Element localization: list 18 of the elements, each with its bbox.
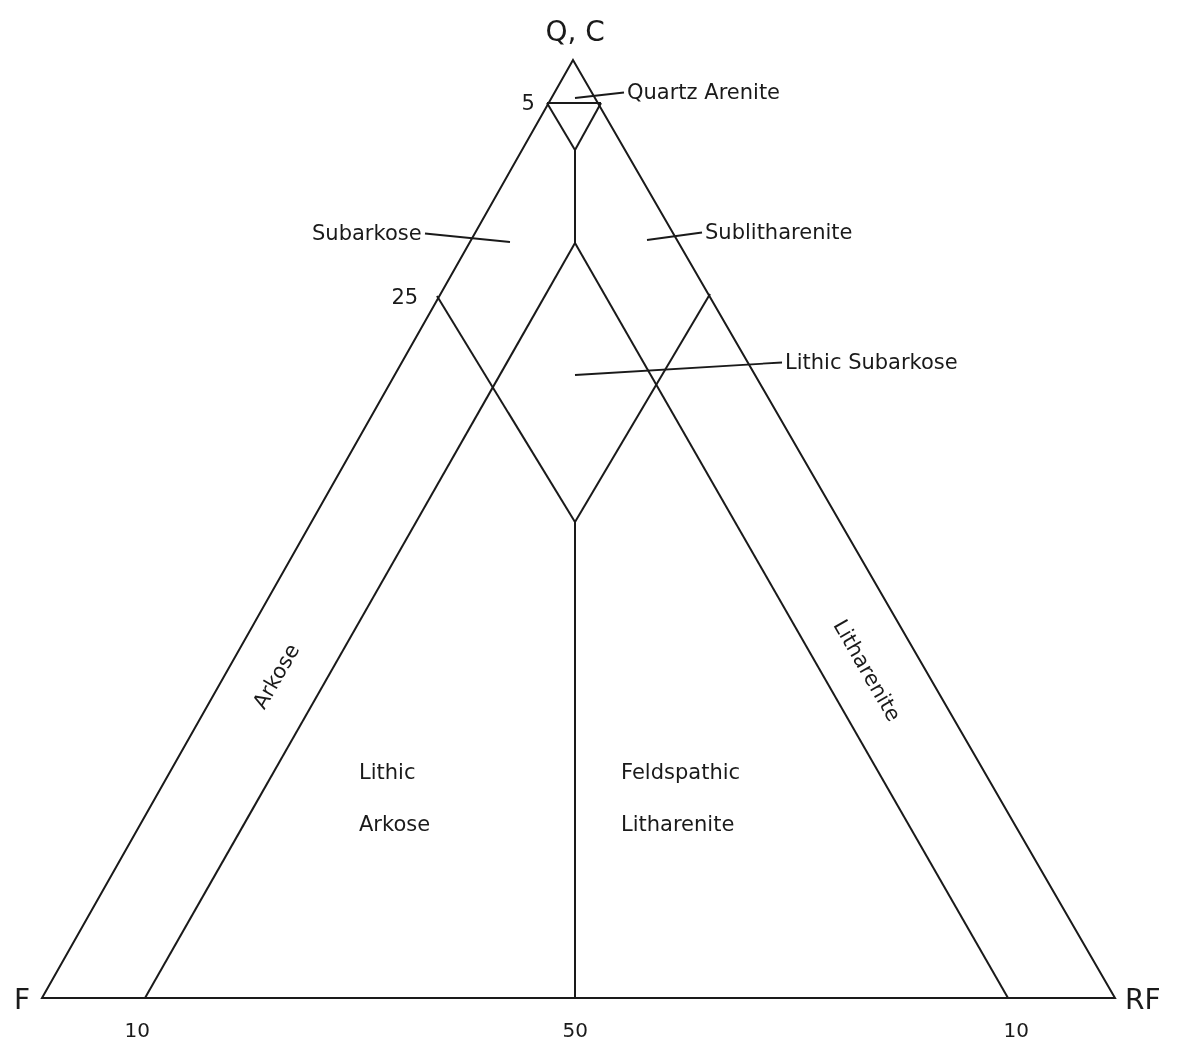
- leader-line: [574, 361, 783, 376]
- vertex-label: F: [14, 983, 31, 1017]
- tick-label: 10: [1003, 1018, 1029, 1042]
- tick-label: 50: [562, 1018, 588, 1042]
- region-label: Sublitharenite: [705, 220, 853, 246]
- apex-label: Q, C: [545, 15, 605, 49]
- region-label: Lithic Subarkose: [785, 350, 958, 376]
- region-label: Subarkose: [312, 221, 422, 247]
- field-label: Feldspathic Litharenite: [621, 758, 742, 838]
- leader-line: [424, 232, 511, 243]
- field-label: Lithic Arkose: [359, 758, 432, 838]
- tick-label: 10: [124, 1018, 150, 1042]
- region-label: Quartz Arenite: [627, 80, 781, 106]
- vertex-label: RF: [1125, 983, 1161, 1017]
- tick-label: 25: [391, 284, 419, 310]
- leader-line: [646, 231, 703, 241]
- tick-label: 5: [521, 90, 535, 116]
- leader-line: [574, 91, 625, 99]
